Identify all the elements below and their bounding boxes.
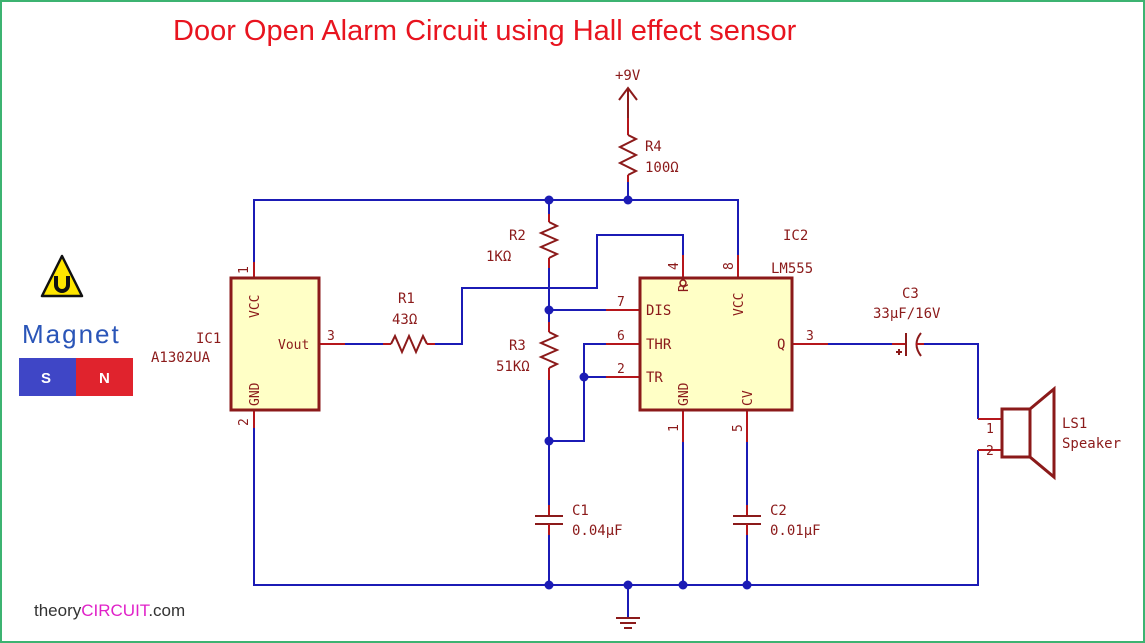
wire-vout-reset xyxy=(433,234,684,345)
speaker-magnet-icon xyxy=(1000,407,1032,459)
r2-value: 1KΩ xyxy=(486,249,511,265)
speaker-ls1: 1 2 LS1 Speaker xyxy=(978,385,1121,481)
supply-9v: +9V xyxy=(615,68,641,118)
ic2-pin8-number: 8 xyxy=(722,262,737,270)
ic2-pin3-number: 3 xyxy=(806,329,814,344)
brand-prefix: theory xyxy=(34,601,82,620)
supply-arrow-icon xyxy=(618,86,638,101)
speaker-cone-icon xyxy=(1028,385,1056,481)
junction-dot xyxy=(544,195,554,205)
resistor-r1: R1 43Ω xyxy=(383,291,435,355)
ic1-hall-sensor: VCC GND Vout 1 2 3 IC1 A1302UA xyxy=(151,262,345,428)
c1-ref: C1 xyxy=(572,503,589,519)
ic2-pin-q-label: Q xyxy=(777,337,785,353)
ic2-pin2-number: 2 xyxy=(617,362,625,377)
junction-dot xyxy=(678,580,688,590)
ic2-pin-dis-label: DIS xyxy=(646,303,671,319)
brand-highlight: CIRCUIT xyxy=(81,601,150,620)
r1-ref: R1 xyxy=(398,291,415,307)
junction-dot xyxy=(544,580,554,590)
brand-suffix: .com xyxy=(148,601,185,620)
ic1-ref: IC1 xyxy=(196,331,221,347)
resistor-r4: R4 100Ω xyxy=(617,118,679,182)
ic1-pin-vcc-label: VCC xyxy=(248,295,263,318)
ic2-part: LM555 xyxy=(771,261,813,277)
junction-dot xyxy=(742,580,752,590)
r3-ref: R3 xyxy=(509,338,526,354)
magnet-south-label: S xyxy=(41,370,51,387)
magnet-graphic: Magnet S N xyxy=(19,254,133,396)
ic1-pin2-number: 2 xyxy=(237,418,252,426)
ic2-pin5-number: 5 xyxy=(731,424,746,432)
ic1-pin-vout-label: Vout xyxy=(278,338,309,353)
ground-icon xyxy=(616,617,640,629)
capacitor-c2: C2 0.01µF xyxy=(733,503,821,539)
junction-dot xyxy=(623,580,633,590)
ic1-pin3-number: 3 xyxy=(327,329,335,344)
ls1-pin2-number: 2 xyxy=(986,444,994,459)
magnet-north-label: N xyxy=(99,370,110,387)
resistor-r3: R3 51KΩ xyxy=(496,322,560,380)
capacitor-c3: C3 33µF/16V xyxy=(873,286,941,357)
brand-logo: theoryCIRCUIT.com xyxy=(34,601,185,620)
ic2-pin-gnd-label: GND xyxy=(677,382,692,406)
ic2-pin-vcc-label: VCC xyxy=(732,293,747,316)
ic1-pin1-number: 1 xyxy=(237,266,252,274)
ic1-pin-gnd-label: GND xyxy=(248,382,263,406)
c3-value: 33µF/16V xyxy=(873,306,941,322)
ic2-reset-inversion-icon xyxy=(679,279,687,287)
resistor-r2: R2 1KΩ xyxy=(486,214,560,268)
r1-value: 43Ω xyxy=(392,312,417,328)
ls1-part: Speaker xyxy=(1062,436,1121,452)
wire-c3-speaker xyxy=(921,343,979,419)
r4-value: 100Ω xyxy=(645,160,679,176)
junction-dot xyxy=(579,372,589,382)
ic1-body xyxy=(229,276,321,412)
junction-dot xyxy=(544,436,554,446)
ic2-pin6-number: 6 xyxy=(617,329,625,344)
ic2-pin-tr-label: TR xyxy=(646,370,663,386)
diagram-title: Door Open Alarm Circuit using Hall effec… xyxy=(173,15,797,47)
c2-ref: C2 xyxy=(770,503,787,519)
ls1-ref: LS1 xyxy=(1062,416,1087,432)
magnet-north-block xyxy=(76,358,133,396)
ic2-pin7-number: 7 xyxy=(617,295,625,310)
r2-ref: R2 xyxy=(509,228,526,244)
ic2-pin-cv-label: CV xyxy=(741,390,756,406)
wire-vcc-rail xyxy=(253,199,739,270)
c2-value: 0.01µF xyxy=(770,523,821,539)
ic2-pin-thr-label: THR xyxy=(646,337,672,353)
capacitor-c1: C1 0.04µF xyxy=(535,503,623,539)
ic2-pin1-number: 1 xyxy=(667,424,682,432)
wire-thr xyxy=(549,343,608,442)
r4-ref: R4 xyxy=(645,139,662,155)
junction-dot xyxy=(623,195,633,205)
r3-value: 51KΩ xyxy=(496,359,530,375)
ic1-part: A1302UA xyxy=(151,350,211,366)
ic2-pin4-number: 4 xyxy=(667,262,682,270)
ic2-body xyxy=(638,276,794,412)
junction-dot xyxy=(544,305,554,315)
ic2-pin-r-label: R xyxy=(677,284,692,292)
supply-label: +9V xyxy=(615,68,641,84)
ic2-lm555: DIS THR TR Q R VCC GND CV 7 6 2 3 4 8 1 … xyxy=(606,228,828,442)
magnet-south-block xyxy=(19,358,76,396)
ic2-ref: IC2 xyxy=(783,228,808,244)
magnet-warning-icon xyxy=(40,254,84,298)
wires xyxy=(253,180,979,618)
horseshoe-magnet-icon xyxy=(54,276,70,293)
c3-ref: C3 xyxy=(902,286,919,302)
ls1-pin1-number: 1 xyxy=(986,422,994,437)
c1-value: 0.04µF xyxy=(572,523,623,539)
wire-ground-rail xyxy=(253,428,979,586)
junctions xyxy=(544,195,752,590)
magnet-label: Magnet xyxy=(22,319,121,349)
